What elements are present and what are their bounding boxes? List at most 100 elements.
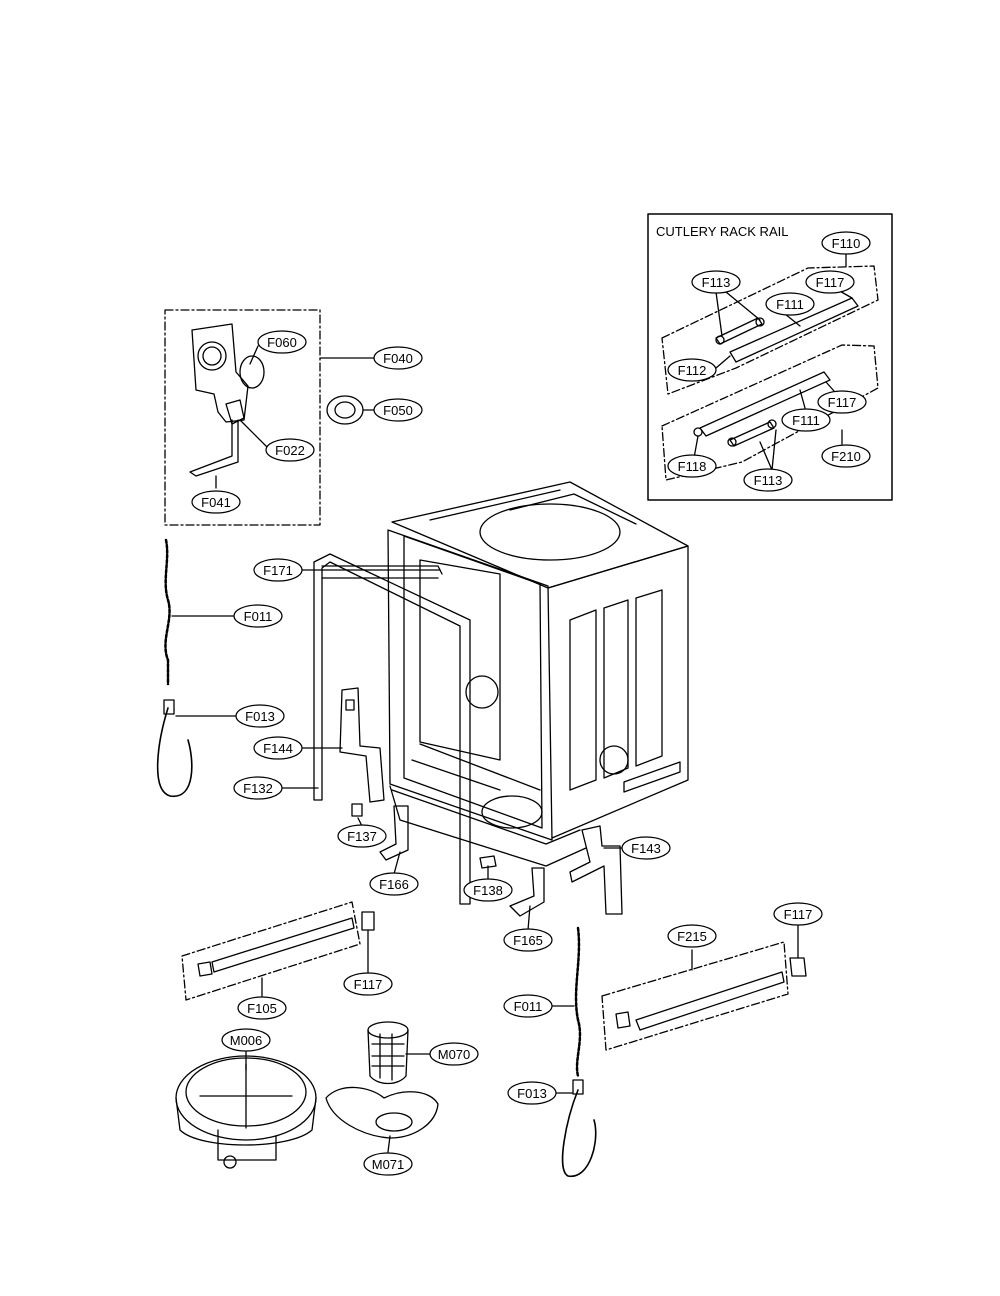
- callout-F117: F117: [773, 902, 823, 926]
- callout-F138: F138: [463, 878, 513, 902]
- tub-top: [391, 481, 689, 589]
- hinge-bracket-left: [339, 687, 385, 803]
- lower-rail-dashed-box: [661, 344, 879, 481]
- door-cable-right: [561, 1089, 597, 1177]
- svg-text:F138: F138: [473, 883, 503, 898]
- callout-F060: F060: [257, 330, 307, 354]
- callout-F113: F113: [743, 468, 793, 492]
- callout-F143: F143: [621, 836, 671, 860]
- svg-text:F117: F117: [784, 907, 813, 922]
- svg-text:F111: F111: [792, 413, 820, 428]
- svg-text:F011: F011: [244, 609, 273, 624]
- svg-text:F013: F013: [517, 1086, 547, 1101]
- callout-F215: F215: [667, 924, 717, 948]
- callout-F050: F050: [373, 398, 423, 422]
- svg-text:F111: F111: [776, 297, 804, 312]
- callout-F040: F040: [373, 346, 423, 370]
- callout-F166: F166: [369, 872, 419, 896]
- filter-cylinder: [367, 1021, 409, 1085]
- callout-F111: F111: [781, 408, 831, 432]
- gasket-spring-bracket: [321, 565, 443, 579]
- door-cable-left: [156, 707, 193, 797]
- svg-text:F118: F118: [678, 459, 707, 474]
- svg-text:F117: F117: [354, 977, 383, 992]
- callout-F011: F011: [233, 604, 283, 628]
- vent-gasket: [239, 355, 265, 389]
- callout-F013: F013: [235, 704, 285, 728]
- leader-lines: [171, 569, 799, 1153]
- air-gap-dashed-box: [164, 309, 321, 526]
- lower-rail-left-dashed-box: [181, 901, 361, 1001]
- svg-text:F215: F215: [677, 929, 707, 944]
- svg-text:F113: F113: [754, 473, 783, 488]
- callout-F171: F171: [253, 558, 303, 582]
- callout-F022: F022: [265, 438, 315, 462]
- svg-text:F022: F022: [275, 443, 305, 458]
- callout-F118: F118: [667, 454, 717, 478]
- svg-text:F112: F112: [678, 363, 707, 378]
- svg-text:F144: F144: [263, 741, 293, 756]
- hinge-bracket-right: [569, 825, 623, 915]
- svg-text:F117: F117: [816, 275, 845, 290]
- svg-text:F011: F011: [514, 999, 543, 1014]
- svg-text:F143: F143: [631, 841, 661, 856]
- upper-long-rail: [729, 297, 859, 363]
- cutlery-rack-rail-inset: [647, 213, 893, 501]
- svg-text:F137: F137: [347, 829, 377, 844]
- svg-text:F110: F110: [832, 236, 861, 251]
- svg-text:F050: F050: [383, 403, 413, 418]
- svg-text:F166: F166: [379, 877, 409, 892]
- callout-F112: F112: [667, 358, 717, 382]
- svg-text:F132: F132: [243, 781, 273, 796]
- callout-F210: F210: [821, 444, 871, 468]
- callout-F165: F165: [503, 928, 553, 952]
- callout-F110: F110: [821, 231, 871, 255]
- svg-text:M070: M070: [438, 1047, 471, 1062]
- tub-base: [389, 785, 587, 867]
- callout-M006: M006: [221, 1028, 271, 1052]
- callout-F137: F137: [337, 824, 387, 848]
- callout-F111: F111: [765, 292, 815, 316]
- clip-F137: [351, 803, 363, 817]
- tub-side: [547, 545, 689, 839]
- svg-text:M006: M006: [230, 1033, 263, 1048]
- inset-frame: [647, 213, 893, 501]
- vent-cap: [326, 395, 364, 425]
- door-gasket: [313, 553, 471, 905]
- callout-F113: F113: [691, 270, 741, 294]
- svg-text:F113: F113: [702, 275, 731, 290]
- lower-long-rail: [699, 371, 831, 437]
- inset-title: CUTLERY RACK RAIL: [656, 224, 788, 239]
- callout-F011: F011: [503, 994, 553, 1018]
- callout-M071: M071: [363, 1152, 413, 1176]
- upper-short-rail: [715, 317, 763, 345]
- lower-rail-left: [211, 917, 355, 973]
- vent-bracket: [191, 323, 249, 423]
- door-spring-left: [164, 538, 171, 686]
- svg-text:F013: F013: [245, 709, 275, 724]
- lower-rail-right: [635, 971, 785, 1031]
- svg-text:F041: F041: [201, 495, 231, 510]
- sump-assembly: [175, 1055, 317, 1169]
- svg-text:F210: F210: [831, 449, 861, 464]
- callout-F144: F144: [253, 736, 303, 760]
- bracket-F165: [509, 867, 545, 917]
- callout-M070: M070: [429, 1042, 479, 1066]
- svg-text:F060: F060: [267, 335, 297, 350]
- svg-text:F165: F165: [513, 933, 543, 948]
- callout-F013: F013: [507, 1081, 557, 1105]
- svg-text:F040: F040: [383, 351, 413, 366]
- upper-rail-dashed-box: [661, 265, 879, 395]
- callout-F117: F117: [817, 390, 867, 414]
- callout-F041: F041: [191, 490, 241, 514]
- mesh-filter: [325, 1086, 439, 1139]
- door-spring-right: [574, 926, 582, 1078]
- svg-text:F117: F117: [828, 395, 857, 410]
- clip-F138: [479, 855, 497, 869]
- callout-F105: F105: [237, 996, 287, 1020]
- callout-F117: F117: [343, 972, 393, 996]
- svg-text:F171: F171: [263, 563, 293, 578]
- callout-F117: F117: [805, 270, 855, 294]
- vent-tube: [189, 419, 239, 477]
